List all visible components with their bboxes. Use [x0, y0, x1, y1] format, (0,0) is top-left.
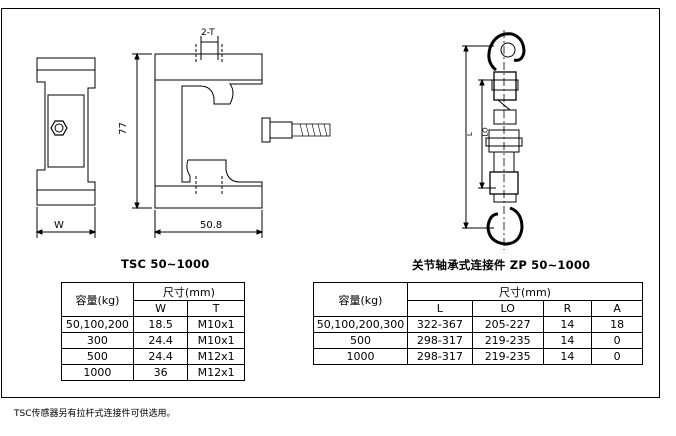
cell-capacity: 1000: [313, 348, 408, 365]
cell-a: 0: [591, 332, 643, 349]
cell-a: 0: [591, 348, 643, 365]
left-caption: TSC 50~1000: [121, 257, 210, 271]
cell-lo: 205-227: [471, 316, 544, 333]
cell-capacity: 500: [61, 348, 134, 365]
left-spec-table: 容量(kg) 尺寸(mm) W T 50,100,200 18.5 M10x1 …: [61, 282, 246, 381]
header-r: R: [542, 300, 593, 317]
cell-capacity: 50,100,200: [61, 316, 134, 333]
cell-r: 14: [542, 316, 593, 333]
footnote: TSC传感器另有拉杆式连接件可供选用。: [14, 409, 176, 419]
dim-height-label: 77: [117, 122, 129, 135]
cell-capacity: 500: [313, 332, 408, 349]
cell-t: M10x1: [187, 332, 245, 349]
table-row: 300 24.4 M10x1: [61, 332, 245, 349]
cell-l: 298-317: [406, 332, 473, 349]
header-size: 尺寸(mm): [132, 282, 246, 301]
table-row: 500 24.4 M12x1: [61, 348, 245, 365]
table-row: 50,100,200 18.5 M10x1: [61, 316, 245, 333]
cell-r: 14: [542, 348, 593, 365]
header-lo: LO: [471, 300, 544, 317]
cell-w: 24.4: [132, 348, 189, 365]
right-caption: 关节轴承式连接件 ZP 50~1000: [412, 258, 591, 272]
dim-thread-label: 2-T: [201, 28, 215, 38]
dim-width-label: W: [54, 220, 64, 231]
table-row: 500 298-317 219-235 14 0: [313, 332, 643, 349]
table-row: 1000 298-317 219-235 14 0: [313, 348, 643, 365]
cell-capacity: 300: [61, 332, 134, 349]
cell-r: 14: [542, 332, 593, 349]
cell-lo: 219-235: [471, 332, 544, 349]
dim-length-label: 50.8: [200, 220, 223, 231]
table-row: 50,100,200,300 322-367 205-227 14 18: [313, 316, 643, 333]
table-row: 1000 36 M12x1: [61, 364, 245, 381]
header-size: 尺寸(mm): [406, 282, 644, 301]
dim-L-label: L: [465, 132, 474, 136]
cell-l: 298-317: [406, 348, 473, 365]
header-capacity: 容量(kg): [313, 282, 408, 317]
header-capacity: 容量(kg): [61, 282, 134, 317]
cell-w: 36: [132, 364, 189, 381]
cell-t: M12x1: [187, 348, 245, 365]
cell-w: 18.5: [132, 316, 189, 333]
cell-t: M12x1: [187, 364, 245, 381]
header-w: W: [132, 300, 189, 317]
cell-t: M10x1: [187, 316, 245, 333]
cell-capacity: 1000: [61, 364, 134, 381]
sensor-side-view: [35, 57, 97, 238]
cell-capacity: 50,100,200,300: [313, 316, 408, 333]
header-l: L: [406, 300, 473, 317]
header-a: A: [591, 300, 643, 317]
sensor-front-view: [132, 36, 331, 238]
cell-l: 322-367: [406, 316, 473, 333]
connector-assembly: [462, 30, 526, 250]
cell-a: 18: [591, 316, 643, 333]
page-frame: [1, 8, 660, 398]
header-t: T: [187, 300, 245, 317]
cell-w: 24.4: [132, 332, 189, 349]
cell-lo: 219-235: [471, 348, 544, 365]
right-spec-table: 容量(kg) 尺寸(mm) L LO R A 50,100,200,300 32…: [313, 282, 644, 365]
dim-LO-label: LO: [481, 127, 490, 137]
